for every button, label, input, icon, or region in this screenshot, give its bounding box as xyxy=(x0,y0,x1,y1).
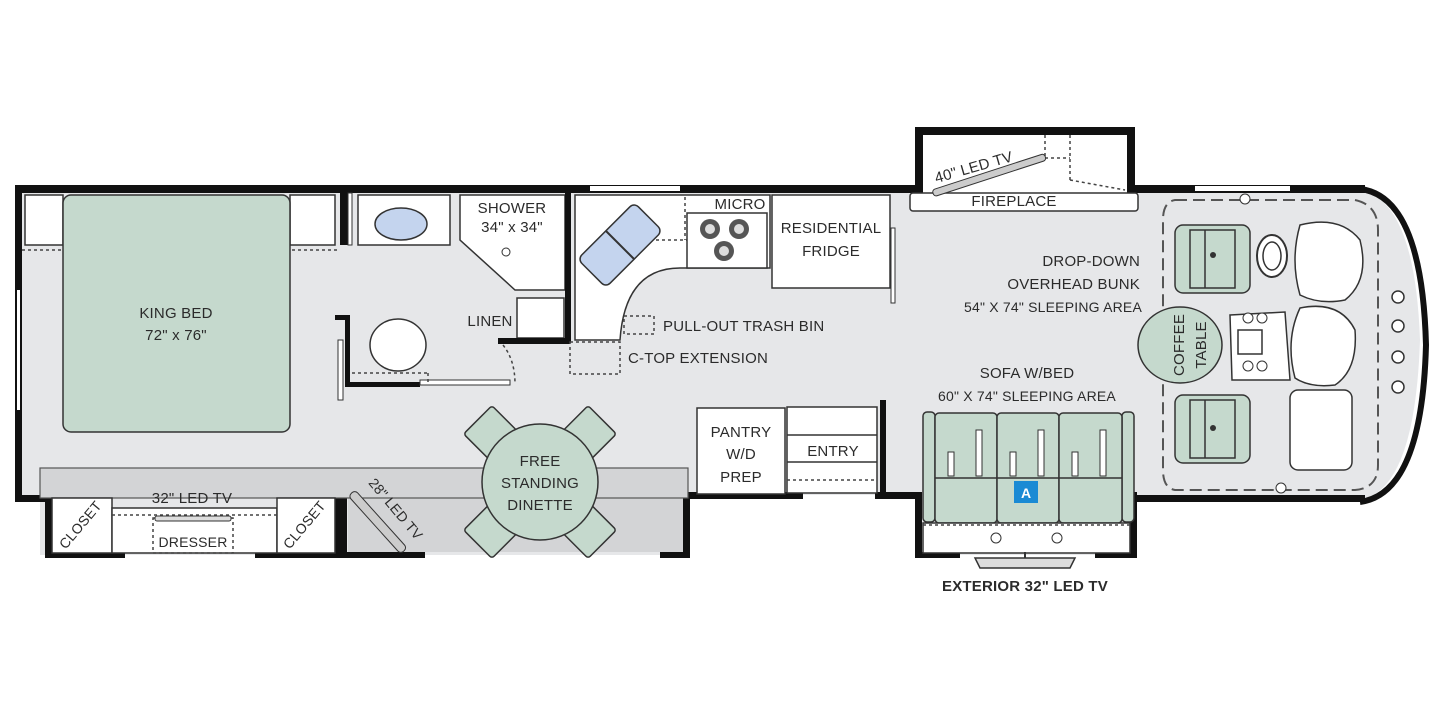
toilet-icon xyxy=(369,318,427,372)
dresser-label: DRESSER xyxy=(158,534,227,550)
sink-icon xyxy=(374,207,428,241)
coffee-table-label-2: TABLE xyxy=(1193,321,1210,368)
living-tv xyxy=(932,153,1047,197)
fireplace-label: FIREPLACE xyxy=(971,193,1056,210)
linen-label: LINEN xyxy=(467,313,512,330)
kitchen-sink-icon xyxy=(579,204,661,286)
dinette-label-1: FREE xyxy=(520,453,561,470)
sofa-label-1: SOFA W/BED xyxy=(980,365,1075,382)
shower-label: SHOWER xyxy=(478,200,547,217)
fridge-label-2: FRIDGE xyxy=(802,243,860,260)
dinette-label-3: DINETTE xyxy=(507,497,573,514)
sofa-label-2: 60" X 74" SLEEPING AREA xyxy=(938,388,1116,404)
exterior-tv-label: EXTERIOR 32" LED TV xyxy=(942,578,1108,595)
dinette-label-2: STANDING xyxy=(501,475,579,492)
bedroom-tv-label: 32" LED TV xyxy=(152,490,232,507)
sofa-badge-label: A xyxy=(1021,485,1031,501)
dinette-table xyxy=(481,423,599,541)
ctop-extension-label: C-TOP EXTENSION xyxy=(628,350,768,367)
shower-size: 34" x 34" xyxy=(481,219,543,236)
bunk-label-3: 54" X 74" SLEEPING AREA xyxy=(964,299,1142,315)
sofa-badge xyxy=(1014,481,1038,503)
cooktop-icon xyxy=(700,219,749,261)
coffee-table xyxy=(1137,306,1223,384)
king-bed xyxy=(62,194,291,433)
entry-steps[interactable]: ENTRY xyxy=(786,406,878,494)
kitchen: MICRO RESIDENTIAL FRIDGE PULL-OUT TRASH … xyxy=(569,194,896,495)
cockpit: COFFEE TABLE xyxy=(1137,193,1405,494)
recliner-bottom xyxy=(1174,394,1251,464)
steering-wheel-icon xyxy=(1256,234,1288,278)
living-area: 40" LED TV FIREPLACE DROP-DOWN OVERHEAD … xyxy=(909,135,1142,595)
dinette: FREE STANDING DINETTE xyxy=(464,406,616,558)
dinette-tv xyxy=(349,491,407,553)
king-bed-size: 72" x 76" xyxy=(145,327,207,344)
residential-fridge xyxy=(771,194,891,289)
coffee-table-label-1: COFFEE xyxy=(1171,314,1188,376)
pantry-label-1: PANTRY xyxy=(711,424,772,441)
bathroom: SHOWER 34" x 34" LINEN xyxy=(335,193,571,401)
fridge-label-1: RESIDENTIAL xyxy=(781,220,882,237)
king-bed-label: KING BED xyxy=(139,305,212,322)
pantry-label-2: W/D xyxy=(726,446,756,463)
driver-seat xyxy=(1294,221,1364,303)
bunk-label-2: OVERHEAD BUNK xyxy=(1007,276,1140,293)
headlights xyxy=(1391,290,1405,394)
bunk-label-1: DROP-DOWN xyxy=(1042,253,1140,270)
passenger-seat xyxy=(1290,305,1357,387)
exterior-tv-icon xyxy=(973,557,1077,569)
entry-label: ENTRY xyxy=(807,443,859,460)
recliner-top xyxy=(1174,224,1251,294)
trash-bin-label: PULL-OUT TRASH BIN xyxy=(663,318,824,335)
sofa-bed: A xyxy=(922,411,1135,524)
micro-label: MICRO xyxy=(715,196,766,213)
pantry-label-3: PREP xyxy=(720,469,762,486)
